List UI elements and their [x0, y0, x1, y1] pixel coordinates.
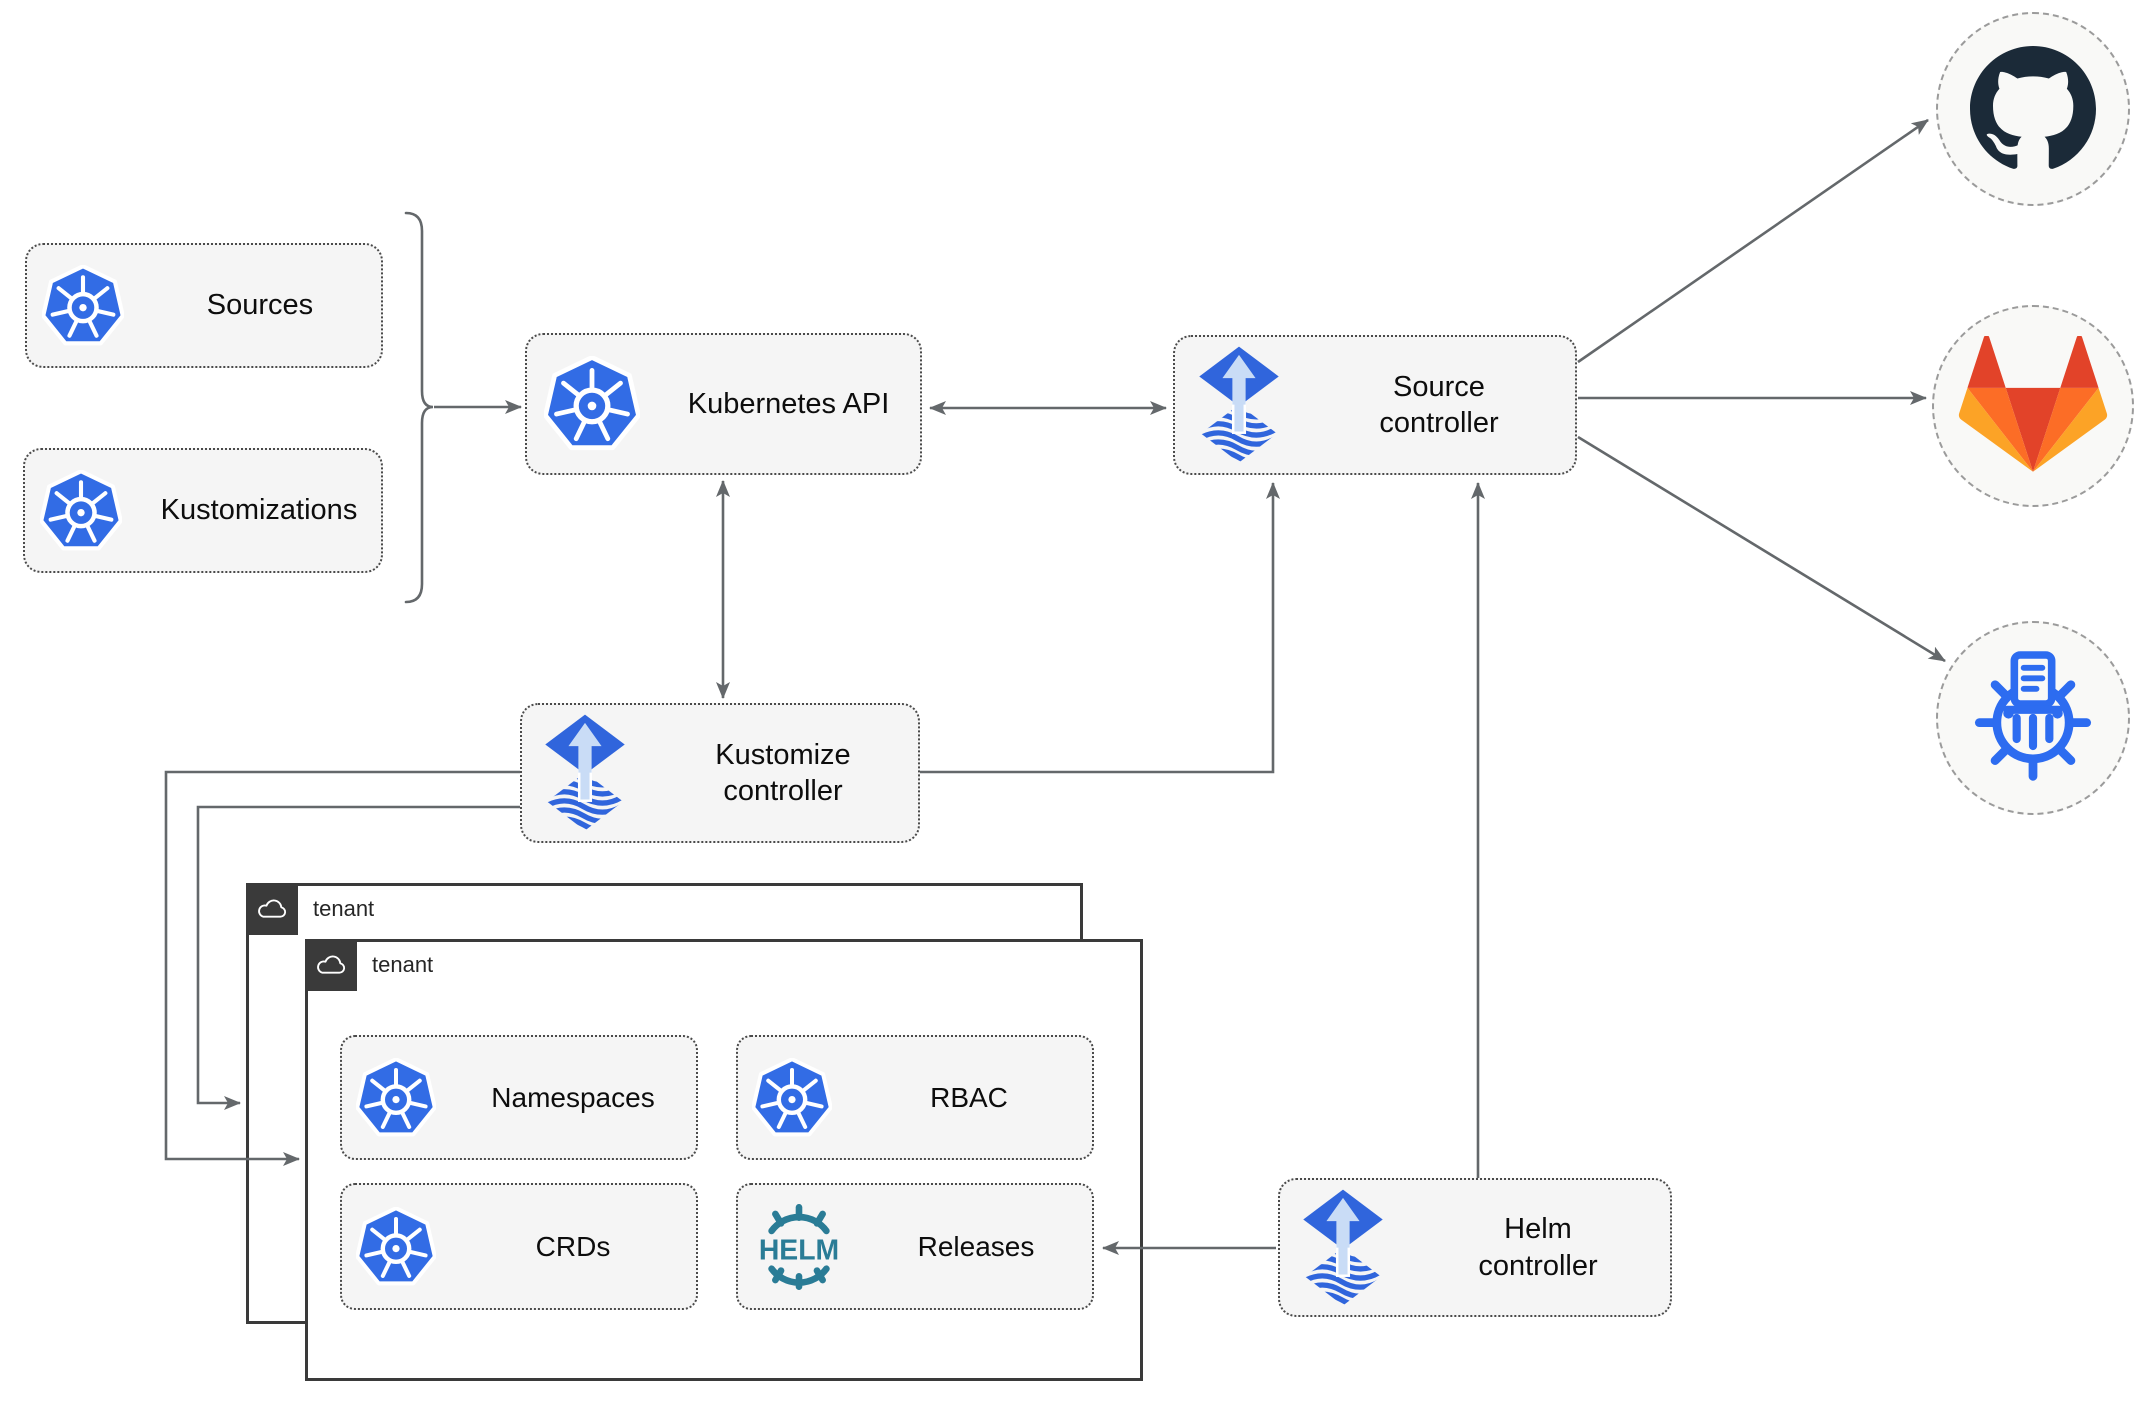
node-kubernetes-api: Kubernetes API	[525, 333, 922, 475]
tenant-front-label: tenant	[372, 952, 434, 977]
tenant-box-front: tenant	[305, 939, 1143, 1381]
external-github	[1936, 12, 2130, 206]
node-kustomize-controller-label: Kustomize controller	[715, 738, 851, 807]
node-namespaces: Namespaces	[340, 1035, 698, 1160]
edge-source-to-github	[1577, 118, 1929, 364]
node-helm-controller-label: Helm controller	[1478, 1213, 1598, 1282]
chartmuseum-logo-icon	[1963, 648, 2103, 788]
node-kubernetes-api-label: Kubernetes API	[687, 387, 890, 420]
node-helm-controller: Helm controller	[1278, 1178, 1672, 1317]
external-chartmuseum	[1936, 621, 2130, 815]
flux-icon	[1175, 345, 1303, 465]
node-kustomizations-label: Kustomizations	[160, 494, 358, 527]
flux-icon	[522, 713, 648, 833]
node-releases-label: Releases	[917, 1231, 1035, 1262]
kubernetes-icon	[738, 1058, 846, 1138]
helm-wheel-icon	[738, 1204, 860, 1290]
node-crds-label: CRDs	[535, 1231, 611, 1262]
kubernetes-icon	[25, 470, 137, 552]
gitlab-logo-icon	[1958, 336, 2108, 476]
github-logo-icon	[1970, 46, 2096, 172]
cloud-icon	[255, 896, 289, 922]
tenant-back-header	[246, 883, 298, 935]
node-kustomize-controller: Kustomize controller	[520, 703, 920, 843]
node-releases: Releases	[736, 1183, 1094, 1310]
node-rbac: RBAC	[736, 1035, 1094, 1160]
cloud-icon	[314, 952, 348, 978]
kubernetes-icon	[527, 356, 657, 452]
node-source-controller-label: Source controller	[1379, 370, 1499, 439]
edge-source-to-chartmuseum	[1577, 435, 1946, 663]
node-namespaces-label: Namespaces	[491, 1082, 655, 1113]
edge-kustomize-to-source-controller	[920, 482, 1280, 774]
node-sources: Sources	[25, 243, 383, 368]
tenant-front-header	[305, 939, 357, 991]
kubernetes-icon	[342, 1058, 450, 1138]
node-kustomizations: Kustomizations	[23, 448, 383, 573]
kubernetes-icon	[27, 265, 139, 347]
node-sources-label: Sources	[206, 289, 314, 322]
node-crds: CRDs	[340, 1183, 698, 1310]
tenant-back-label: tenant	[313, 896, 375, 921]
flux-icon	[1280, 1188, 1406, 1308]
node-rbac-label: RBAC	[930, 1082, 1008, 1113]
kubernetes-icon	[342, 1207, 450, 1287]
brace-sources-group	[404, 211, 434, 604]
node-source-controller: Source controller	[1173, 335, 1577, 475]
external-gitlab	[1932, 305, 2134, 507]
